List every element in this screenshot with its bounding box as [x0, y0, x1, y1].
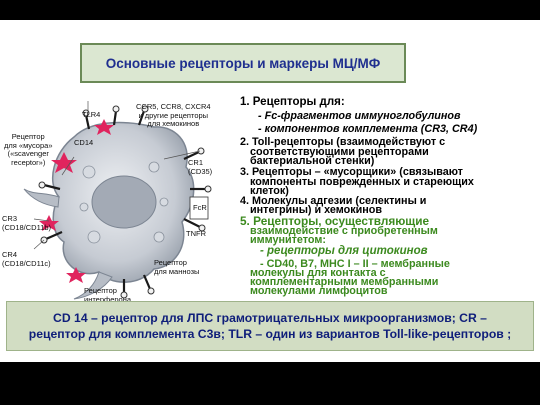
list-item-1: 1. Рецепторы для: — [240, 96, 345, 108]
footer-note: CD 14 – рецептор для ЛПС грамотрицательн… — [6, 301, 534, 351]
label-scavenger-receptor: Рецептор для «мусора» («scavenger recept… — [4, 132, 53, 167]
receptor-stars — [39, 119, 114, 283]
list-item-5a: 5. Рецепторы, осуществляющие — [240, 214, 430, 228]
macrophage-diagram: TLR4 CCR5, CCR8, CXCR4 и другие рецептор… — [2, 97, 244, 304]
label-ifn-line1: Рецептор — [84, 286, 117, 295]
label-mannose-line2: для маннозы — [154, 266, 200, 276]
list-item-1b: - компонентов комплемента (CR3, CR4) — [258, 123, 478, 135]
label-tnfr: TNFR — [186, 229, 206, 238]
list-item-5e: - CD40, B7, MHC I – II – мембранные — [260, 258, 450, 270]
label-cr4: CR4 (CD18/CD11c) — [2, 250, 51, 268]
list-item-5g: комплементарными мембранными — [250, 276, 439, 288]
list-item-2a: 2. Toll-рецепторы (взаимодействуют с — [240, 136, 446, 148]
label-fcr: FcR — [193, 203, 207, 212]
label-scavenger-line2: для «мусора» — [4, 140, 53, 150]
list-item-3a: 3. Рецепторы – «мусорщики» (связывают — [240, 166, 463, 178]
title-box: Основные рецепторы и маркеры МЦ/МФ — [80, 43, 406, 83]
label-cr3-line1: CR3 — [2, 214, 18, 223]
label-interferon-receptor: Рецептор интерферона — [84, 286, 132, 304]
footer-line-2: рецептор для комплемента С3в; TLR – один… — [28, 327, 512, 341]
leader-lines — [33, 101, 201, 250]
label-cr4-line2: (CD18/CD11c) — [2, 258, 51, 268]
label-scavenger-line3: («scavenger — [7, 149, 49, 158]
list-item-2c: бактериальной стенки) — [250, 155, 375, 167]
list-item-1a: - Fc-фрагментов иммуноглобулинов — [258, 110, 461, 122]
pseudopod-bottom — [73, 271, 113, 300]
nucleus — [91, 175, 157, 229]
list-item-5h: молекулами лимфоцитов — [250, 285, 388, 297]
label-cr1-line2: (CD35) — [188, 166, 213, 176]
list-item-5f: молекулы для контакта с — [250, 267, 386, 279]
label-tlr4: TLR4 — [82, 110, 101, 119]
label-cr1: CR1 (CD35) — [188, 158, 213, 176]
list-item-3c: клеток) — [250, 185, 289, 197]
label-mannose-receptor: Рецептор для маннозы — [154, 258, 200, 276]
label-ifn-line2: интерферона — [84, 294, 132, 304]
fcr-box — [189, 196, 209, 220]
list-item-4a: 4. Молекулы адгезии (селектины и — [240, 195, 427, 207]
label-chemokine-line2: и другие рецепторы — [138, 110, 209, 120]
label-chemokine-receptors: CCR5, CCR8, CXCR4 и другие рецепторы для… — [136, 102, 211, 129]
label-scavenger-line1: Рецептор — [11, 132, 45, 141]
list-item-4b: интегрины) и хемокинов — [250, 204, 382, 216]
pseudopod-left — [23, 188, 60, 208]
label-cr4-line1: CR4 — [2, 250, 18, 259]
label-chemokine-line3: для хемокинов — [147, 119, 200, 128]
label-chemokine-line1: CCR5, CCR8, CXCR4 — [136, 102, 211, 111]
label-cr3: CR3 (CD18/CD11b) — [2, 214, 52, 232]
list-item-5d: - рецепторы для цитокинов — [260, 245, 428, 257]
list-item-5b: взаимодействие с приобретенным — [250, 225, 438, 237]
label-cd14: CD14 — [74, 138, 94, 147]
list-item-3b: компоненты поврежденных и стареющих — [250, 176, 474, 188]
list-item-5c: иммунитетом: — [250, 234, 326, 246]
label-mannose-line1: Рецептор — [154, 258, 187, 267]
macrophage-illustration — [23, 101, 212, 300]
label-cr3-line2: (CD18/CD11b) — [2, 222, 52, 232]
slide-title: Основные рецепторы и маркеры МЦ/МФ — [105, 55, 381, 71]
receptor-heads — [38, 105, 212, 299]
receptor-stalks — [43, 110, 206, 293]
label-scavenger-line4: receptor») — [11, 157, 46, 167]
label-cr1-line1: CR1 — [188, 158, 204, 167]
footer-line-1: CD 14 – рецептор для ЛПС грамотрицательн… — [53, 311, 487, 325]
list-item-2b: соответствующими рецепторами — [250, 146, 429, 158]
